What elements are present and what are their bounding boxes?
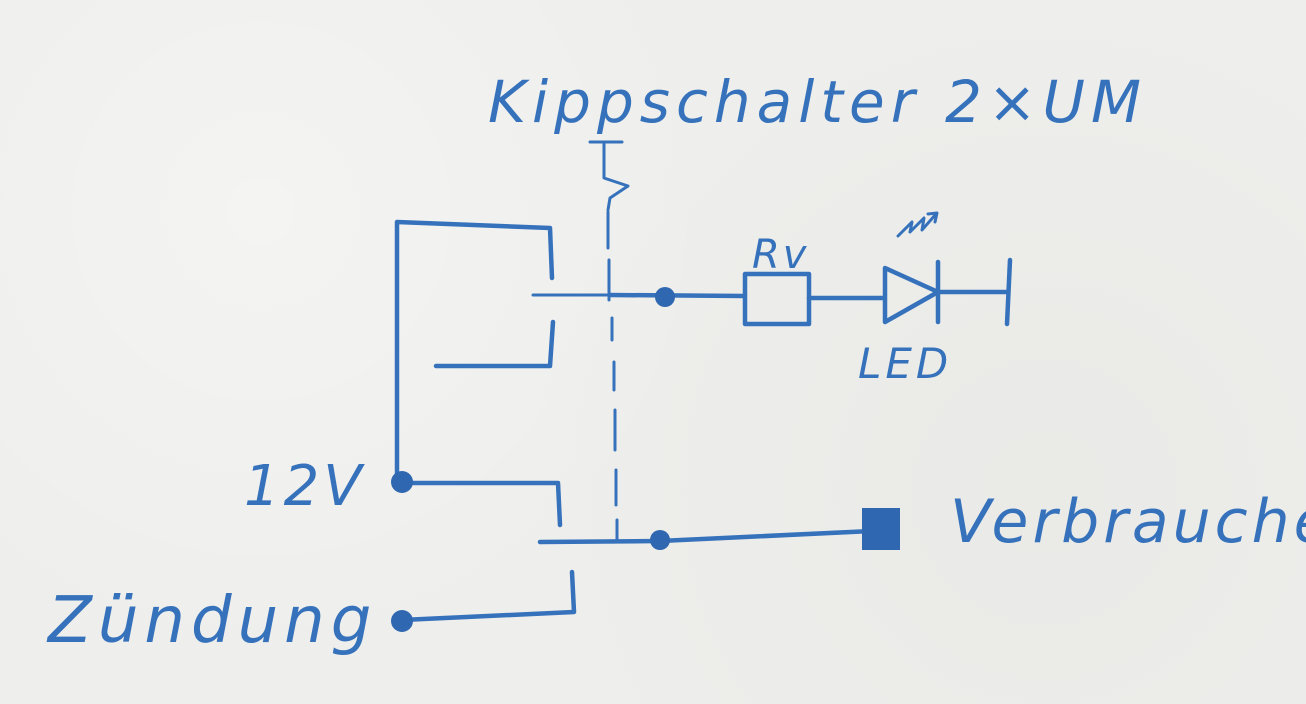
load-terminal-block [862, 508, 900, 550]
upper-switch-pole [394, 219, 612, 479]
ignition-label: Zündung [46, 584, 377, 658]
supply-terminal-dot [391, 471, 413, 493]
lower-switch-pole [399, 480, 875, 623]
resistor-symbol [742, 271, 812, 327]
junction-dot-load [650, 530, 670, 550]
junction-dot-indicator [655, 287, 675, 307]
ground-bar [1004, 257, 1013, 327]
supply-label: 12V [244, 454, 366, 519]
resistor-label: Rv [752, 232, 809, 278]
ignition-terminal-dot [391, 610, 413, 632]
load-label: Verbraucher [950, 487, 1306, 557]
switch-actuator [588, 140, 630, 212]
switch-label: Kippschalter 2×UM [488, 68, 1147, 136]
indicator-branch [607, 211, 1013, 327]
switch-coupling-dashed-line [606, 210, 619, 544]
led-symbol [882, 211, 941, 325]
led-label: LED [858, 339, 952, 388]
